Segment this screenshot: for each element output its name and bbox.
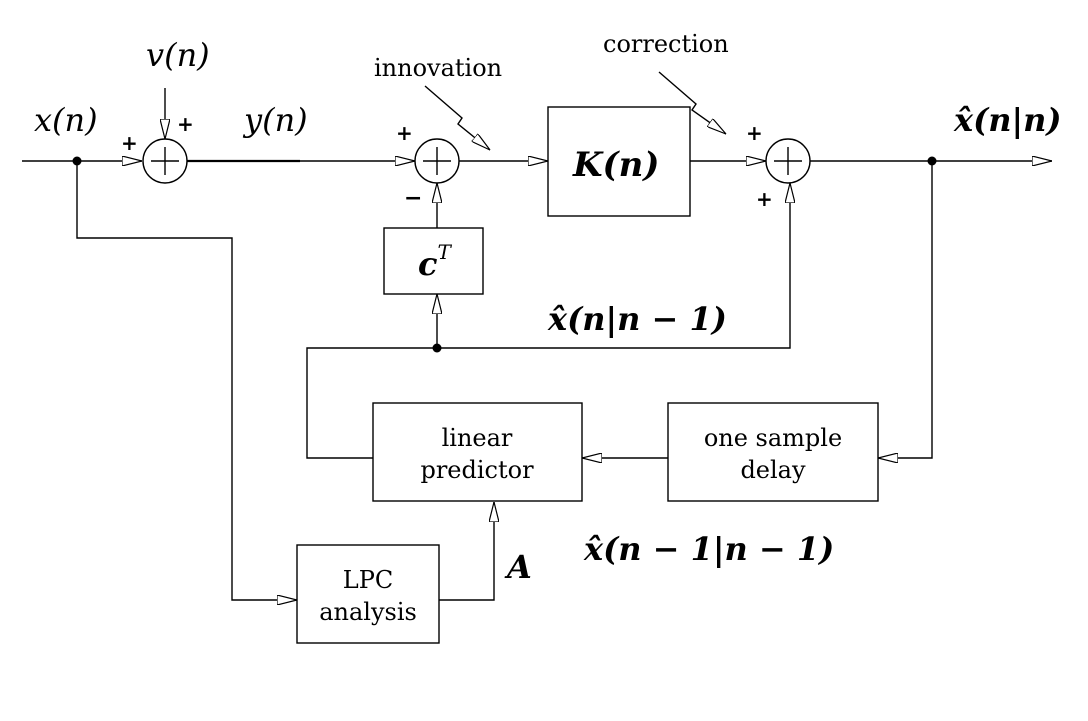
ct-block: cT bbox=[383, 227, 484, 295]
gain-label: K(n) bbox=[572, 145, 659, 185]
lpc-label-line1: LPC bbox=[343, 566, 393, 594]
label-v-input: v(n) bbox=[146, 36, 210, 74]
linear-predictor-block: linear predictor bbox=[372, 402, 583, 502]
correction-arrow bbox=[658, 71, 726, 135]
ct-label: c bbox=[418, 245, 437, 283]
wire-predictor-out bbox=[306, 183, 790, 459]
delay-label-line1: one sample bbox=[704, 424, 842, 452]
sign-sum2-left: + bbox=[396, 121, 413, 145]
summing-junction-2 bbox=[414, 138, 460, 184]
lpc-analysis-block: LPC analysis bbox=[296, 544, 440, 644]
wire-lpc-to-predictor bbox=[439, 502, 494, 601]
wires bbox=[22, 88, 1052, 600]
junction-input bbox=[72, 156, 82, 166]
junction-prediction bbox=[432, 343, 442, 353]
wire-to-delay bbox=[878, 161, 933, 458]
ct-superscript: T bbox=[437, 240, 452, 264]
junction-output bbox=[927, 156, 937, 166]
predictor-label-line1: linear bbox=[442, 424, 513, 452]
label-x-input: x(n) bbox=[34, 101, 98, 139]
sign-sum2-bottom: − bbox=[404, 186, 422, 211]
svg-text:cT: cT bbox=[418, 240, 452, 283]
label-x-hat-nn: x̂(n|n) bbox=[953, 101, 1062, 139]
predictor-label-line2: predictor bbox=[420, 456, 534, 484]
sign-sum1-left: + bbox=[121, 131, 138, 155]
sign-sum1-top: + bbox=[177, 112, 194, 136]
summing-junction-1 bbox=[142, 138, 188, 184]
innovation-arrow bbox=[424, 85, 490, 150]
correction-label: correction bbox=[603, 30, 729, 58]
wire-x-to-lpc bbox=[76, 161, 297, 600]
delay-block: one sample delay bbox=[667, 402, 879, 502]
innovation-label: innovation bbox=[374, 54, 502, 82]
delay-label-line2: delay bbox=[740, 456, 806, 484]
summing-junction-3 bbox=[765, 138, 811, 184]
sign-sum3-left: + bbox=[746, 121, 763, 145]
label-x-hat-pred: x̂(n|n − 1) bbox=[547, 300, 727, 338]
sign-sum3-bottom: + bbox=[756, 187, 773, 211]
label-x-hat-prev: x̂(n − 1|n − 1) bbox=[583, 530, 834, 568]
lpc-label-line2: analysis bbox=[319, 598, 417, 626]
label-A: A bbox=[504, 548, 532, 586]
label-y: y(n) bbox=[242, 101, 308, 139]
gain-block: K(n) bbox=[547, 106, 691, 217]
